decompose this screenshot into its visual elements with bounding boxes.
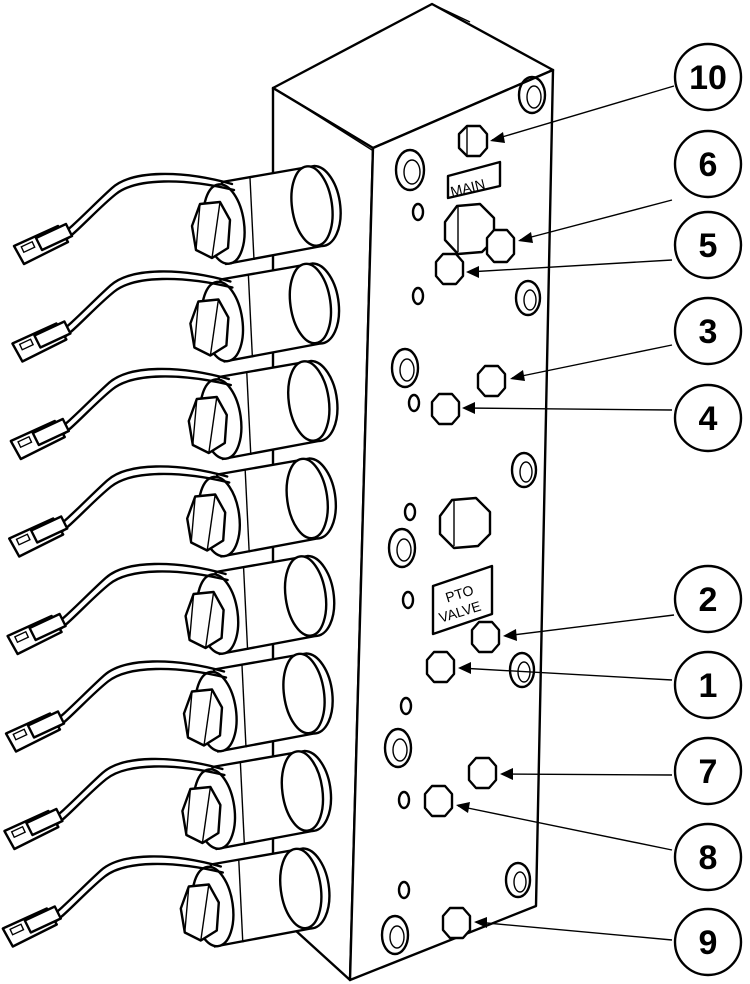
leader-7 [501,773,673,776]
plug-pto-large [438,496,492,550]
mount-hole [514,279,542,317]
solenoid [3,749,333,851]
solenoid [6,554,336,656]
plug-4 [430,392,461,426]
leader-5 [467,259,673,273]
callout-2: 2 [673,564,743,634]
solenoid [12,164,342,266]
mount-hole [383,727,413,769]
callout-8: 8 [673,822,743,892]
solenoid [4,652,334,753]
leader-9 [475,921,673,941]
plug-6 [485,228,516,264]
leader-2 [504,614,675,637]
leader-4 [463,407,673,411]
leader-1 [459,667,673,681]
plug-9 [441,906,472,940]
solenoid [11,262,341,363]
callout-4: 4 [673,383,743,453]
callout-6-label: 6 [699,146,718,184]
mount-hole [504,861,532,899]
callout-8-label: 8 [699,839,718,877]
mount-hole [380,914,410,956]
mount-hole [517,75,547,115]
solenoid-stack [1,164,342,948]
callout-7: 7 [673,736,743,806]
solenoid [7,457,338,558]
plug-5 [434,252,465,286]
callout-1: 1 [673,650,743,720]
mount-hole [510,451,538,489]
callout-5: 5 [673,210,743,280]
callout-3-label: 3 [699,313,718,351]
plug-2 [470,620,501,654]
mounting-holes [380,75,547,956]
callout-10-label: 10 [689,59,727,97]
pto-valve-label-plate [431,564,494,636]
callout-7-label: 7 [699,753,718,791]
mount-hole [394,148,426,192]
solenoid [9,359,339,461]
callout-10: 10 [673,42,743,112]
callout-1-label: 1 [699,667,718,705]
leader-8 [457,805,673,851]
solenoid [1,847,331,948]
callout-2-label: 2 [699,581,718,619]
plug-7 [467,756,498,790]
leader-lines [456,85,675,941]
small-holes [397,202,425,900]
callout-6: 6 [673,129,743,199]
mount-hole [390,347,420,389]
leader-6 [519,199,673,241]
plug-3 [476,364,507,398]
mount-hole [387,527,417,569]
callout-3: 3 [673,296,743,366]
callout-4-label: 4 [699,400,718,438]
leader-10 [491,85,675,141]
callout-9: 9 [673,907,743,977]
callout-5-label: 5 [699,227,718,265]
leader-3 [511,344,673,379]
plug-1 [425,650,456,684]
callout-9-label: 9 [699,924,718,962]
plug-8 [423,784,454,818]
main-label-plate [446,160,502,200]
plug-10 [457,124,489,158]
